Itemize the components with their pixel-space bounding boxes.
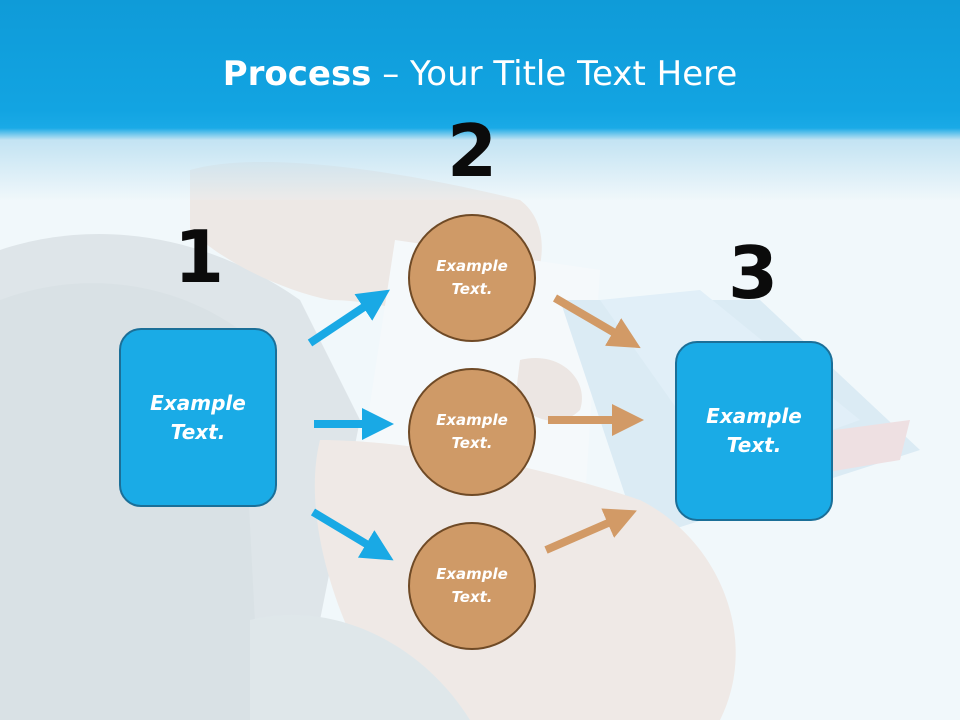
circle-top: Example Text. bbox=[408, 214, 536, 342]
slide-title-rest: – Your Title Text Here bbox=[371, 54, 738, 94]
end-box: Example Text. bbox=[675, 341, 833, 521]
step-number-1: 1 bbox=[173, 215, 225, 299]
end-box-label: Example Text. bbox=[706, 404, 802, 457]
arrow-top-to-3 bbox=[552, 294, 641, 349]
circle-top-label: Example Text. bbox=[436, 257, 508, 298]
start-box-label: Example Text. bbox=[150, 390, 246, 444]
circle-bottom: Example Text. bbox=[408, 522, 536, 650]
arrow-bottom-to-3 bbox=[544, 508, 638, 554]
step-number-3: 3 bbox=[727, 231, 779, 315]
slide-title: Process – Your Title Text Here bbox=[0, 52, 960, 96]
header-band bbox=[0, 0, 960, 200]
arrow-1-to-bottom bbox=[310, 508, 394, 561]
circle-bottom-label: Example Text. bbox=[436, 565, 508, 606]
start-box: Example Text. bbox=[119, 328, 277, 507]
arrow-1-to-top bbox=[307, 289, 390, 347]
circle-middle: Example Text. bbox=[408, 368, 536, 496]
step-number-2: 2 bbox=[446, 109, 498, 193]
circle-middle-label: Example Text. bbox=[436, 411, 508, 452]
slide-title-bold: Process bbox=[222, 54, 372, 94]
